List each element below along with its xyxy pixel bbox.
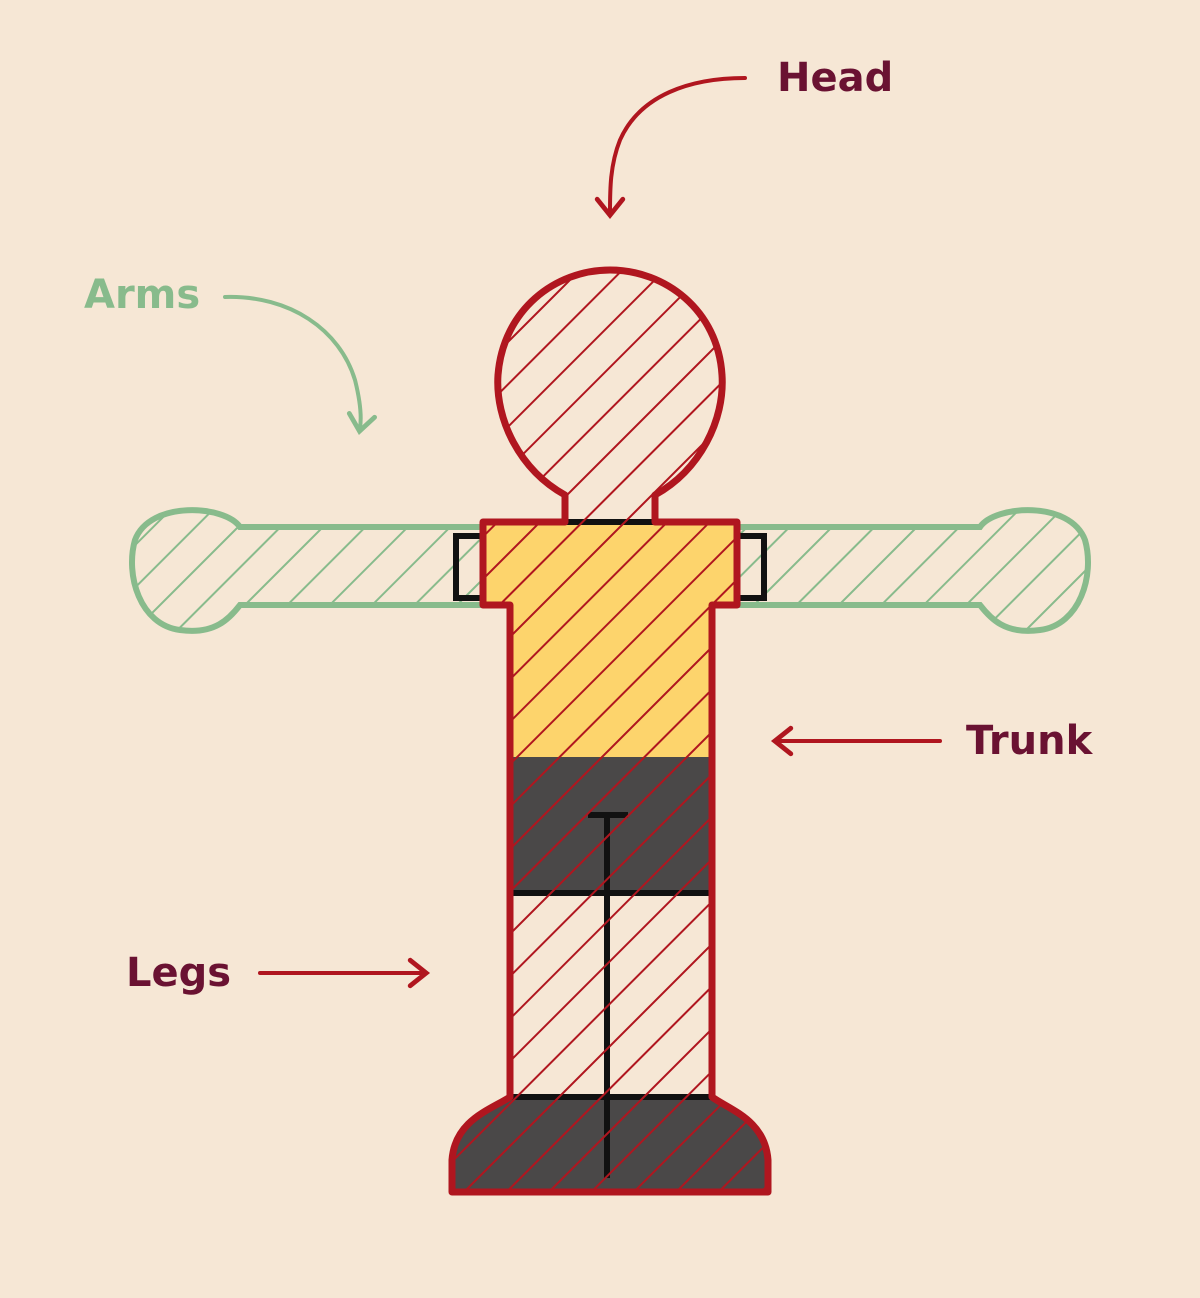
- body-hatching: [452, 270, 768, 1192]
- label-legs: Legs: [126, 950, 232, 996]
- label-arms: Arms: [84, 272, 201, 318]
- label-trunk: Trunk: [966, 718, 1093, 764]
- head-arrow: [594, 76, 747, 220]
- label-head: Head: [777, 55, 894, 101]
- body-outline: [448, 266, 772, 1196]
- arms-arrow: [223, 294, 377, 435]
- arms: [129, 507, 1091, 634]
